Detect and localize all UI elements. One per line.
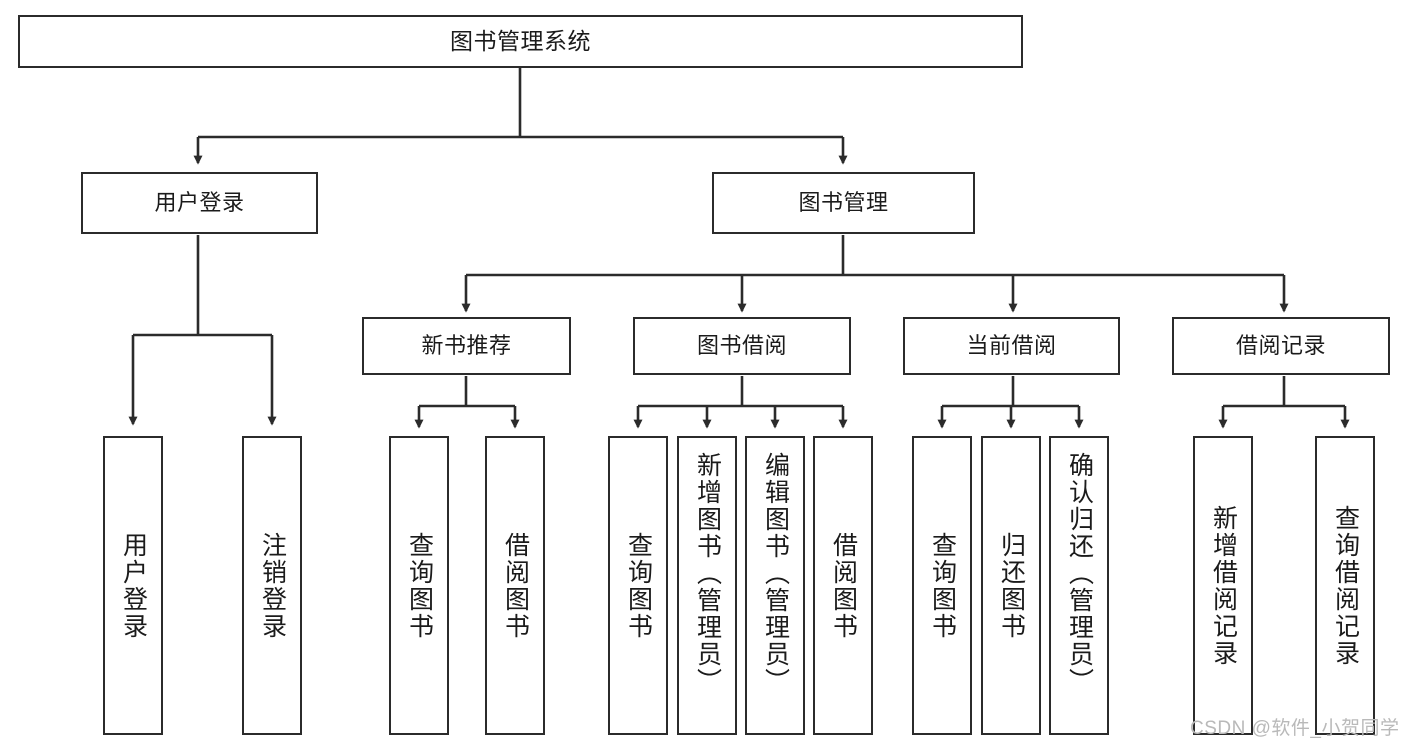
node-user-login[interactable]: 用户登录 bbox=[81, 172, 318, 234]
node-label: 注销登录 bbox=[258, 531, 287, 640]
node-label: 用户登录 bbox=[154, 190, 245, 216]
leaf-user-login[interactable]: 用户登录 bbox=[103, 436, 163, 735]
node-label: 借阅记录 bbox=[1235, 333, 1326, 359]
node-root-system[interactable]: 图书管理系统 bbox=[18, 15, 1023, 68]
node-label: 查询图书 bbox=[624, 531, 653, 640]
leaf-user-logout[interactable]: 注销登录 bbox=[242, 436, 302, 735]
watermark: CSDN @软件_小贺同学 bbox=[1190, 718, 1400, 739]
node-book-management[interactable]: 图书管理 bbox=[712, 172, 975, 234]
node-current-borrow[interactable]: 当前借阅 bbox=[903, 317, 1120, 375]
node-label: 归还图书 bbox=[997, 531, 1026, 640]
node-label: 编辑图书（管理员） bbox=[761, 452, 790, 695]
node-label: 新书推荐 bbox=[421, 333, 512, 359]
leaf-confirm-return-admin[interactable]: 确认归还（管理员） bbox=[1049, 436, 1109, 735]
node-label: 借阅图书 bbox=[501, 531, 530, 640]
node-label: 借阅图书 bbox=[829, 531, 858, 640]
node-label: 图书管理 bbox=[798, 190, 889, 216]
node-label: 新增借阅记录 bbox=[1209, 504, 1238, 667]
leaf-borrow-book-recommend[interactable]: 借阅图书 bbox=[485, 436, 545, 735]
leaf-query-borrow-record[interactable]: 查询借阅记录 bbox=[1315, 436, 1375, 735]
node-label: 用户登录 bbox=[119, 531, 148, 640]
node-borrow-record[interactable]: 借阅记录 bbox=[1172, 317, 1390, 375]
node-label: 确认归还（管理员） bbox=[1065, 452, 1094, 695]
node-label: 当前借阅 bbox=[966, 333, 1057, 359]
leaf-return-book[interactable]: 归还图书 bbox=[981, 436, 1041, 735]
leaf-query-book-borrow[interactable]: 查询图书 bbox=[608, 436, 668, 735]
leaf-edit-book-admin[interactable]: 编辑图书（管理员） bbox=[745, 436, 805, 735]
leaf-add-book-admin[interactable]: 新增图书（管理员） bbox=[677, 436, 737, 735]
leaf-add-borrow-record[interactable]: 新增借阅记录 bbox=[1193, 436, 1253, 735]
node-label: 查询借阅记录 bbox=[1331, 504, 1360, 667]
leaf-query-book-current[interactable]: 查询图书 bbox=[912, 436, 972, 735]
node-new-book-recommend[interactable]: 新书推荐 bbox=[362, 317, 571, 375]
node-book-borrow[interactable]: 图书借阅 bbox=[633, 317, 851, 375]
leaf-borrow-book[interactable]: 借阅图书 bbox=[813, 436, 873, 735]
node-label: 图书管理系统 bbox=[450, 28, 591, 55]
node-label: 图书借阅 bbox=[696, 333, 787, 359]
leaf-query-book-recommend[interactable]: 查询图书 bbox=[389, 436, 449, 735]
node-label: 查询图书 bbox=[928, 531, 957, 640]
node-label: 查询图书 bbox=[405, 531, 434, 640]
node-label: 新增图书（管理员） bbox=[693, 452, 722, 695]
